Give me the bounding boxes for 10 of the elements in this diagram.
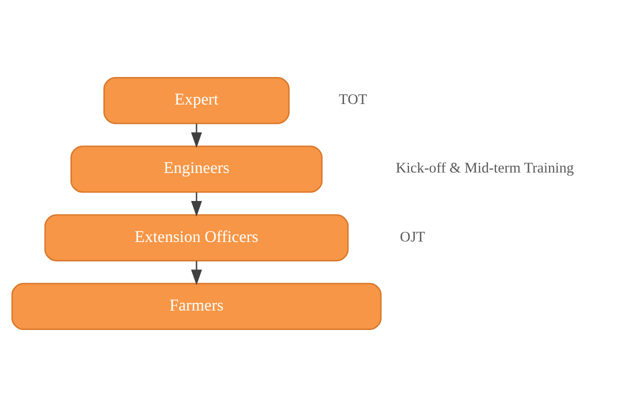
arrow: [191, 192, 202, 216]
arrow: [191, 123, 202, 148]
node-box: Expert: [103, 76, 290, 124]
arrow: [191, 260, 202, 285]
node-box: Extension Officers: [44, 214, 349, 261]
label: TOT: [338, 92, 368, 108]
label: OJT: [400, 228, 426, 245]
node-box: Engineers: [70, 145, 323, 192]
node-box: Farmers: [11, 282, 382, 330]
label: Kick-off & Mid-term Training: [396, 160, 574, 176]
